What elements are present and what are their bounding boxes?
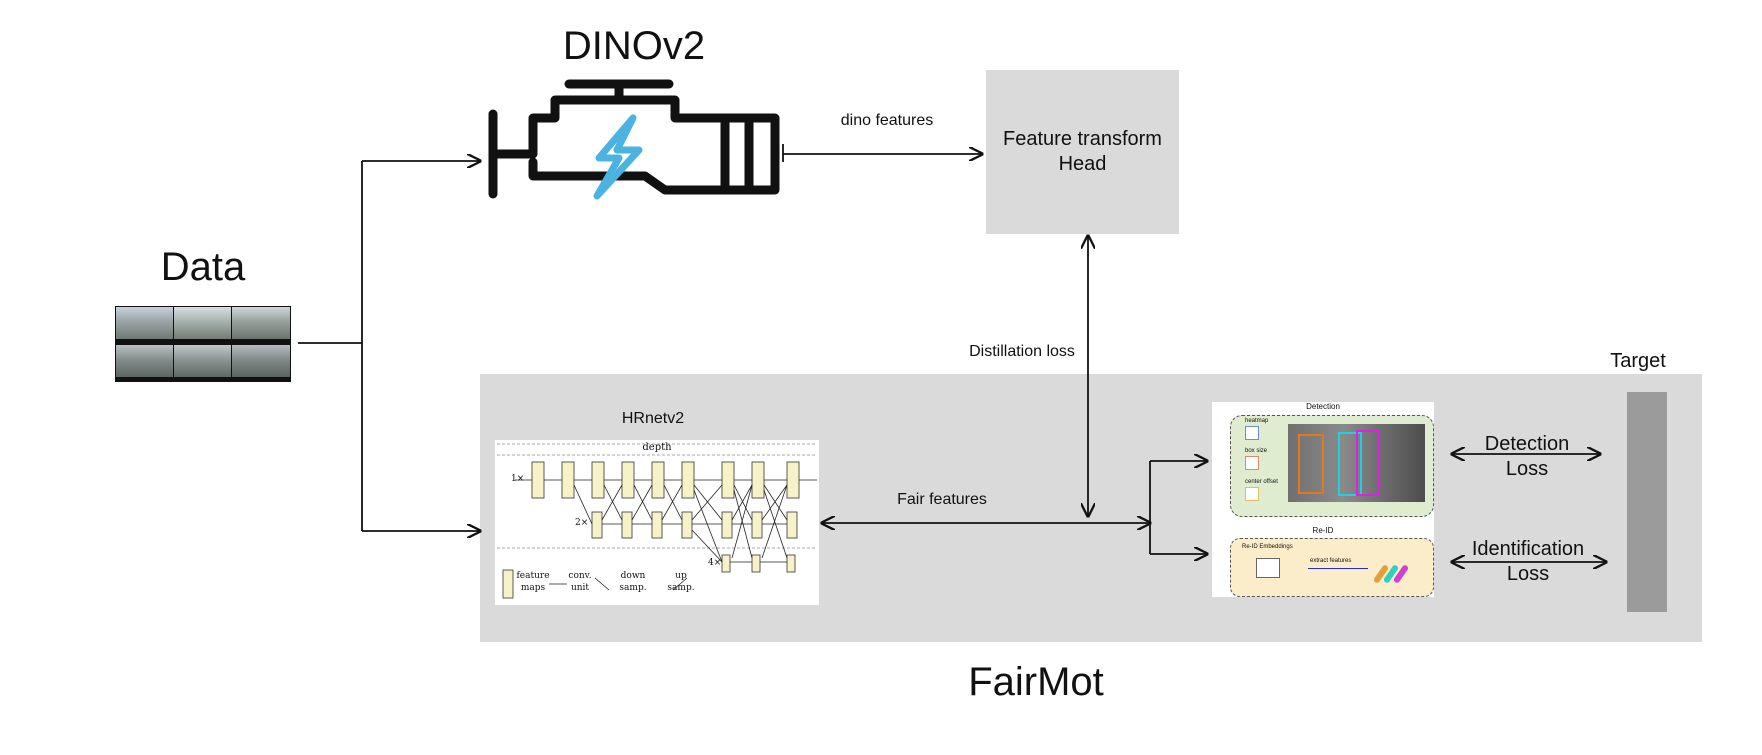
- legend-maps-text: maps: [520, 583, 546, 593]
- data-thumbnail-5: [174, 345, 231, 377]
- hrnet-figure: depth 1× 2× 4× feature maps conv. unit d…: [495, 440, 819, 605]
- engine-icon: [488, 79, 780, 200]
- hrnet-scale-4x: 4×: [708, 558, 722, 568]
- hrnet-legend-conv-unit: conv. unit: [568, 570, 591, 594]
- identification-loss-line1: Identification: [1471, 538, 1585, 560]
- data-title: Data: [160, 245, 246, 289]
- legend-conv-text: conv.: [568, 571, 592, 581]
- dino-features-label: dino features: [840, 112, 934, 129]
- legend-down-text: down: [620, 571, 646, 581]
- fair-features-label: Fair features: [897, 491, 987, 508]
- data-thumbnails: [115, 306, 291, 382]
- hrnet-scale-2x: 2×: [575, 518, 589, 528]
- target-bar: [1627, 392, 1667, 612]
- detection-scene-image: [1288, 424, 1425, 502]
- bbox-cyan: [1338, 432, 1362, 496]
- hrnet-scale-1x: 1×: [511, 474, 525, 484]
- reid-head-title: Re-ID: [1312, 526, 1334, 535]
- fairmot-title: FairMot: [968, 660, 1104, 704]
- reid-cube-icon: [1256, 558, 1280, 578]
- legend-up-samp-text: samp.: [667, 583, 695, 593]
- legend-unit-text: unit: [570, 583, 590, 593]
- heatmap-label: heatmap: [1245, 418, 1269, 424]
- box-size-cube-icon: [1245, 456, 1259, 470]
- head-box-line1: Feature transform: [1003, 128, 1162, 150]
- heatmap-cube-icon: [1245, 426, 1259, 440]
- hrnet-legend-feature-maps: feature maps: [516, 570, 549, 594]
- data-thumbnail-4: [116, 345, 173, 377]
- head-box-line2: Head: [1058, 153, 1107, 175]
- dinov2-title: DINOv2: [562, 24, 706, 68]
- hrnet-diagram: [497, 443, 817, 599]
- hrnet-legend-down-samp: down samp.: [619, 570, 646, 594]
- hrnet-depth-label: depth: [642, 442, 672, 453]
- reid-embeddings-label: Re-ID Embeddings: [1242, 544, 1293, 550]
- bbox-orange: [1298, 434, 1324, 494]
- identification-loss-label: Identification Loss: [1472, 537, 1584, 587]
- data-thumbnail-3: [232, 307, 290, 339]
- center-offset-cube-icon: [1245, 487, 1259, 501]
- legend-up-text: up: [675, 571, 687, 581]
- center-offset-label: center offset: [1245, 479, 1278, 485]
- identification-loss-line2: Loss: [1506, 563, 1550, 585]
- hrnet-legend-up-samp: up samp.: [667, 570, 694, 594]
- extract-features-arrow: [1308, 568, 1368, 569]
- heads-figure: Detection heatmap box size center offset…: [1212, 402, 1434, 597]
- feature-transform-head-box: Feature transform Head: [986, 70, 1179, 234]
- extract-features-label: extract features: [1310, 558, 1352, 564]
- data-thumbnail-2: [174, 307, 231, 339]
- lightning-icon: [593, 114, 643, 200]
- legend-down-samp-text: samp.: [619, 583, 647, 593]
- legend-feature-text: feature: [516, 571, 550, 581]
- distillation-loss-label: Distillation loss: [969, 343, 1075, 360]
- box-size-label: box size: [1245, 448, 1268, 454]
- detection-loss-line2: Loss: [1505, 458, 1549, 480]
- bbox-magenta: [1356, 430, 1380, 496]
- hrnetv2-title: HRnetv2: [621, 410, 685, 427]
- detection-loss-line1: Detection: [1484, 433, 1570, 455]
- data-thumbnail-1: [116, 307, 173, 339]
- target-label: Target: [1610, 350, 1666, 372]
- detection-head-title: Detection: [1306, 402, 1340, 411]
- data-thumbnail-6: [232, 345, 290, 377]
- detection-loss-label: Detection Loss: [1485, 432, 1570, 482]
